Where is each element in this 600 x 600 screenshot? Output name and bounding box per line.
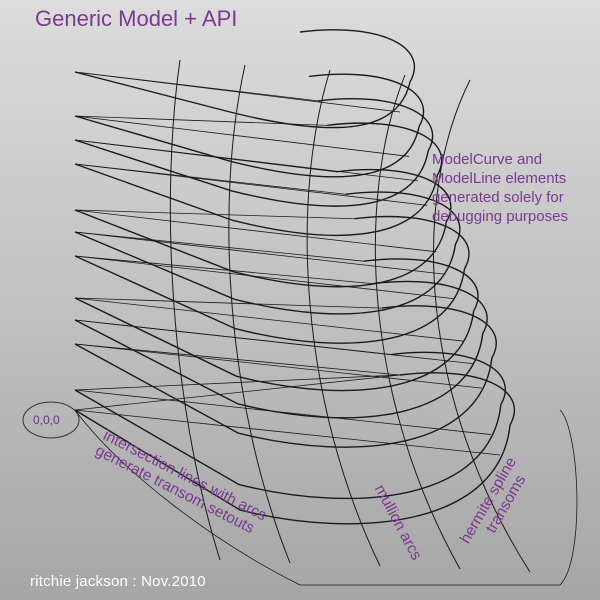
debug-note-line: debugging purposes — [432, 208, 568, 225]
intersection-line — [74, 71, 401, 113]
intersection-line — [74, 209, 437, 253]
intersection-line — [74, 209, 355, 220]
transom-curve — [74, 29, 416, 129]
transom-curve — [74, 122, 443, 237]
intersection-line — [74, 374, 401, 411]
transom-curve — [74, 97, 434, 207]
intersection-line — [74, 409, 578, 586]
intersection-line — [74, 255, 455, 300]
debug-note-line: generated solely for — [432, 189, 564, 206]
transom-curve — [74, 258, 479, 392]
intersection-line — [74, 389, 491, 435]
mullion-arc — [306, 69, 381, 567]
mullion-arc — [433, 79, 531, 573]
intersection-line — [74, 115, 410, 157]
credit-text: ritchie jackson : Nov.2010 — [30, 573, 206, 590]
intersection-line — [74, 231, 446, 275]
intersection-line — [74, 115, 328, 126]
mullion-arc — [228, 64, 291, 564]
mullion-arc — [374, 74, 461, 570]
diagram-title: Generic Model + API — [35, 6, 238, 31]
mullion-arc — [169, 59, 221, 561]
intersection-line — [74, 163, 428, 206]
intersection-line — [74, 343, 482, 389]
intersection-line — [74, 231, 364, 262]
intersection-line — [74, 374, 401, 391]
transom-curve — [74, 168, 452, 288]
transom-curve — [74, 73, 425, 178]
intersection-line — [74, 297, 382, 309]
origin-ellipse — [22, 401, 80, 439]
intersection-line — [74, 255, 373, 285]
transom-curve — [74, 191, 461, 315]
transom-curve — [74, 351, 507, 500]
debug-note-line: ModelCurve and — [432, 151, 543, 168]
transom-curve — [74, 280, 488, 419]
origin-label: 0,0,0 — [33, 413, 60, 427]
debug-note-line: ModelLine elements — [432, 170, 567, 187]
intersection-line — [74, 139, 419, 182]
intersection-line — [74, 319, 473, 365]
intersection-line — [74, 409, 501, 456]
transom-curve — [74, 305, 497, 448]
mullion-arcs — [169, 59, 531, 573]
transom-curve — [74, 372, 516, 525]
intersection-line — [74, 297, 464, 342]
debug-note: ModelCurve and ModelLine elements genera… — [432, 150, 568, 226]
